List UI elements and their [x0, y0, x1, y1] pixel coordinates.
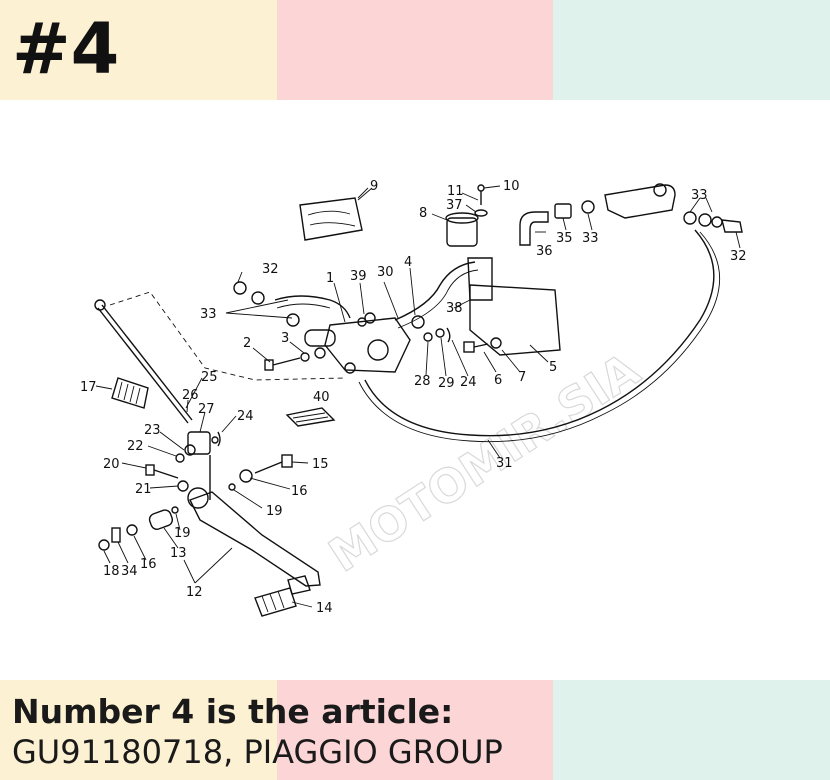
callout-40: 40: [313, 390, 330, 405]
callout-33c: 33: [691, 188, 708, 203]
callout-13: 13: [170, 546, 187, 561]
footer-band: [0, 680, 830, 780]
callout-30: 30: [377, 265, 394, 280]
page-number: #4: [12, 8, 120, 90]
callout-19b: 19: [266, 504, 283, 519]
callout-14: 14: [316, 601, 333, 616]
callout-5: 5: [549, 360, 557, 375]
callout-31: 31: [496, 456, 513, 471]
callout-26: 26: [182, 388, 199, 403]
watermark-text: MOTOMIR.SIA: [319, 342, 649, 582]
callout-3: 3: [281, 331, 289, 346]
callout-28: 28: [414, 374, 431, 389]
callout-6: 6: [494, 373, 502, 388]
header-band: [0, 0, 830, 100]
callout-37: 37: [446, 198, 463, 213]
callout-11: 11: [447, 184, 464, 199]
footer-headline: Number 4 is the article:: [12, 692, 454, 731]
callout-27: 27: [198, 402, 215, 417]
callout-7: 7: [518, 370, 526, 385]
callout-16a: 16: [291, 484, 308, 499]
callout-2: 2: [243, 336, 251, 351]
callout-38: 38: [446, 301, 463, 316]
callout-10: 10: [503, 179, 520, 194]
callout-32b: 32: [730, 249, 747, 264]
callout-12: 12: [186, 585, 203, 600]
callout-4: 4: [404, 255, 412, 270]
callout-15: 15: [312, 457, 329, 472]
callout-19a: 19: [174, 526, 191, 541]
callout-labels: 1 2 3 4 5 6 7 8 9 10 11 12 13 14 15 16 1…: [80, 179, 747, 616]
parts-diagram: MOTOMIR.SIA: [80, 179, 747, 617]
callout-33a: 33: [200, 307, 217, 322]
callout-20: 20: [103, 457, 120, 472]
callout-35: 35: [556, 231, 573, 246]
callout-34: 34: [121, 564, 138, 579]
callout-17: 17: [80, 380, 97, 395]
callout-32a: 32: [262, 262, 279, 277]
callout-25: 25: [201, 370, 218, 385]
callout-18: 18: [103, 564, 120, 579]
callout-1: 1: [326, 271, 334, 286]
callout-23: 23: [144, 423, 161, 438]
callout-39: 39: [350, 269, 367, 284]
callout-16b: 16: [140, 557, 157, 572]
article-number: GU91180718, PIAGGIO GROUP: [12, 733, 503, 771]
callout-24a: 24: [237, 409, 254, 424]
callout-9: 9: [370, 179, 378, 194]
callout-21: 21: [135, 482, 152, 497]
callout-24b: 24: [460, 375, 477, 390]
callout-36: 36: [536, 244, 553, 259]
callout-8: 8: [419, 206, 427, 221]
callout-22: 22: [127, 439, 144, 454]
callout-29: 29: [438, 376, 455, 391]
callout-33b: 33: [582, 231, 599, 246]
